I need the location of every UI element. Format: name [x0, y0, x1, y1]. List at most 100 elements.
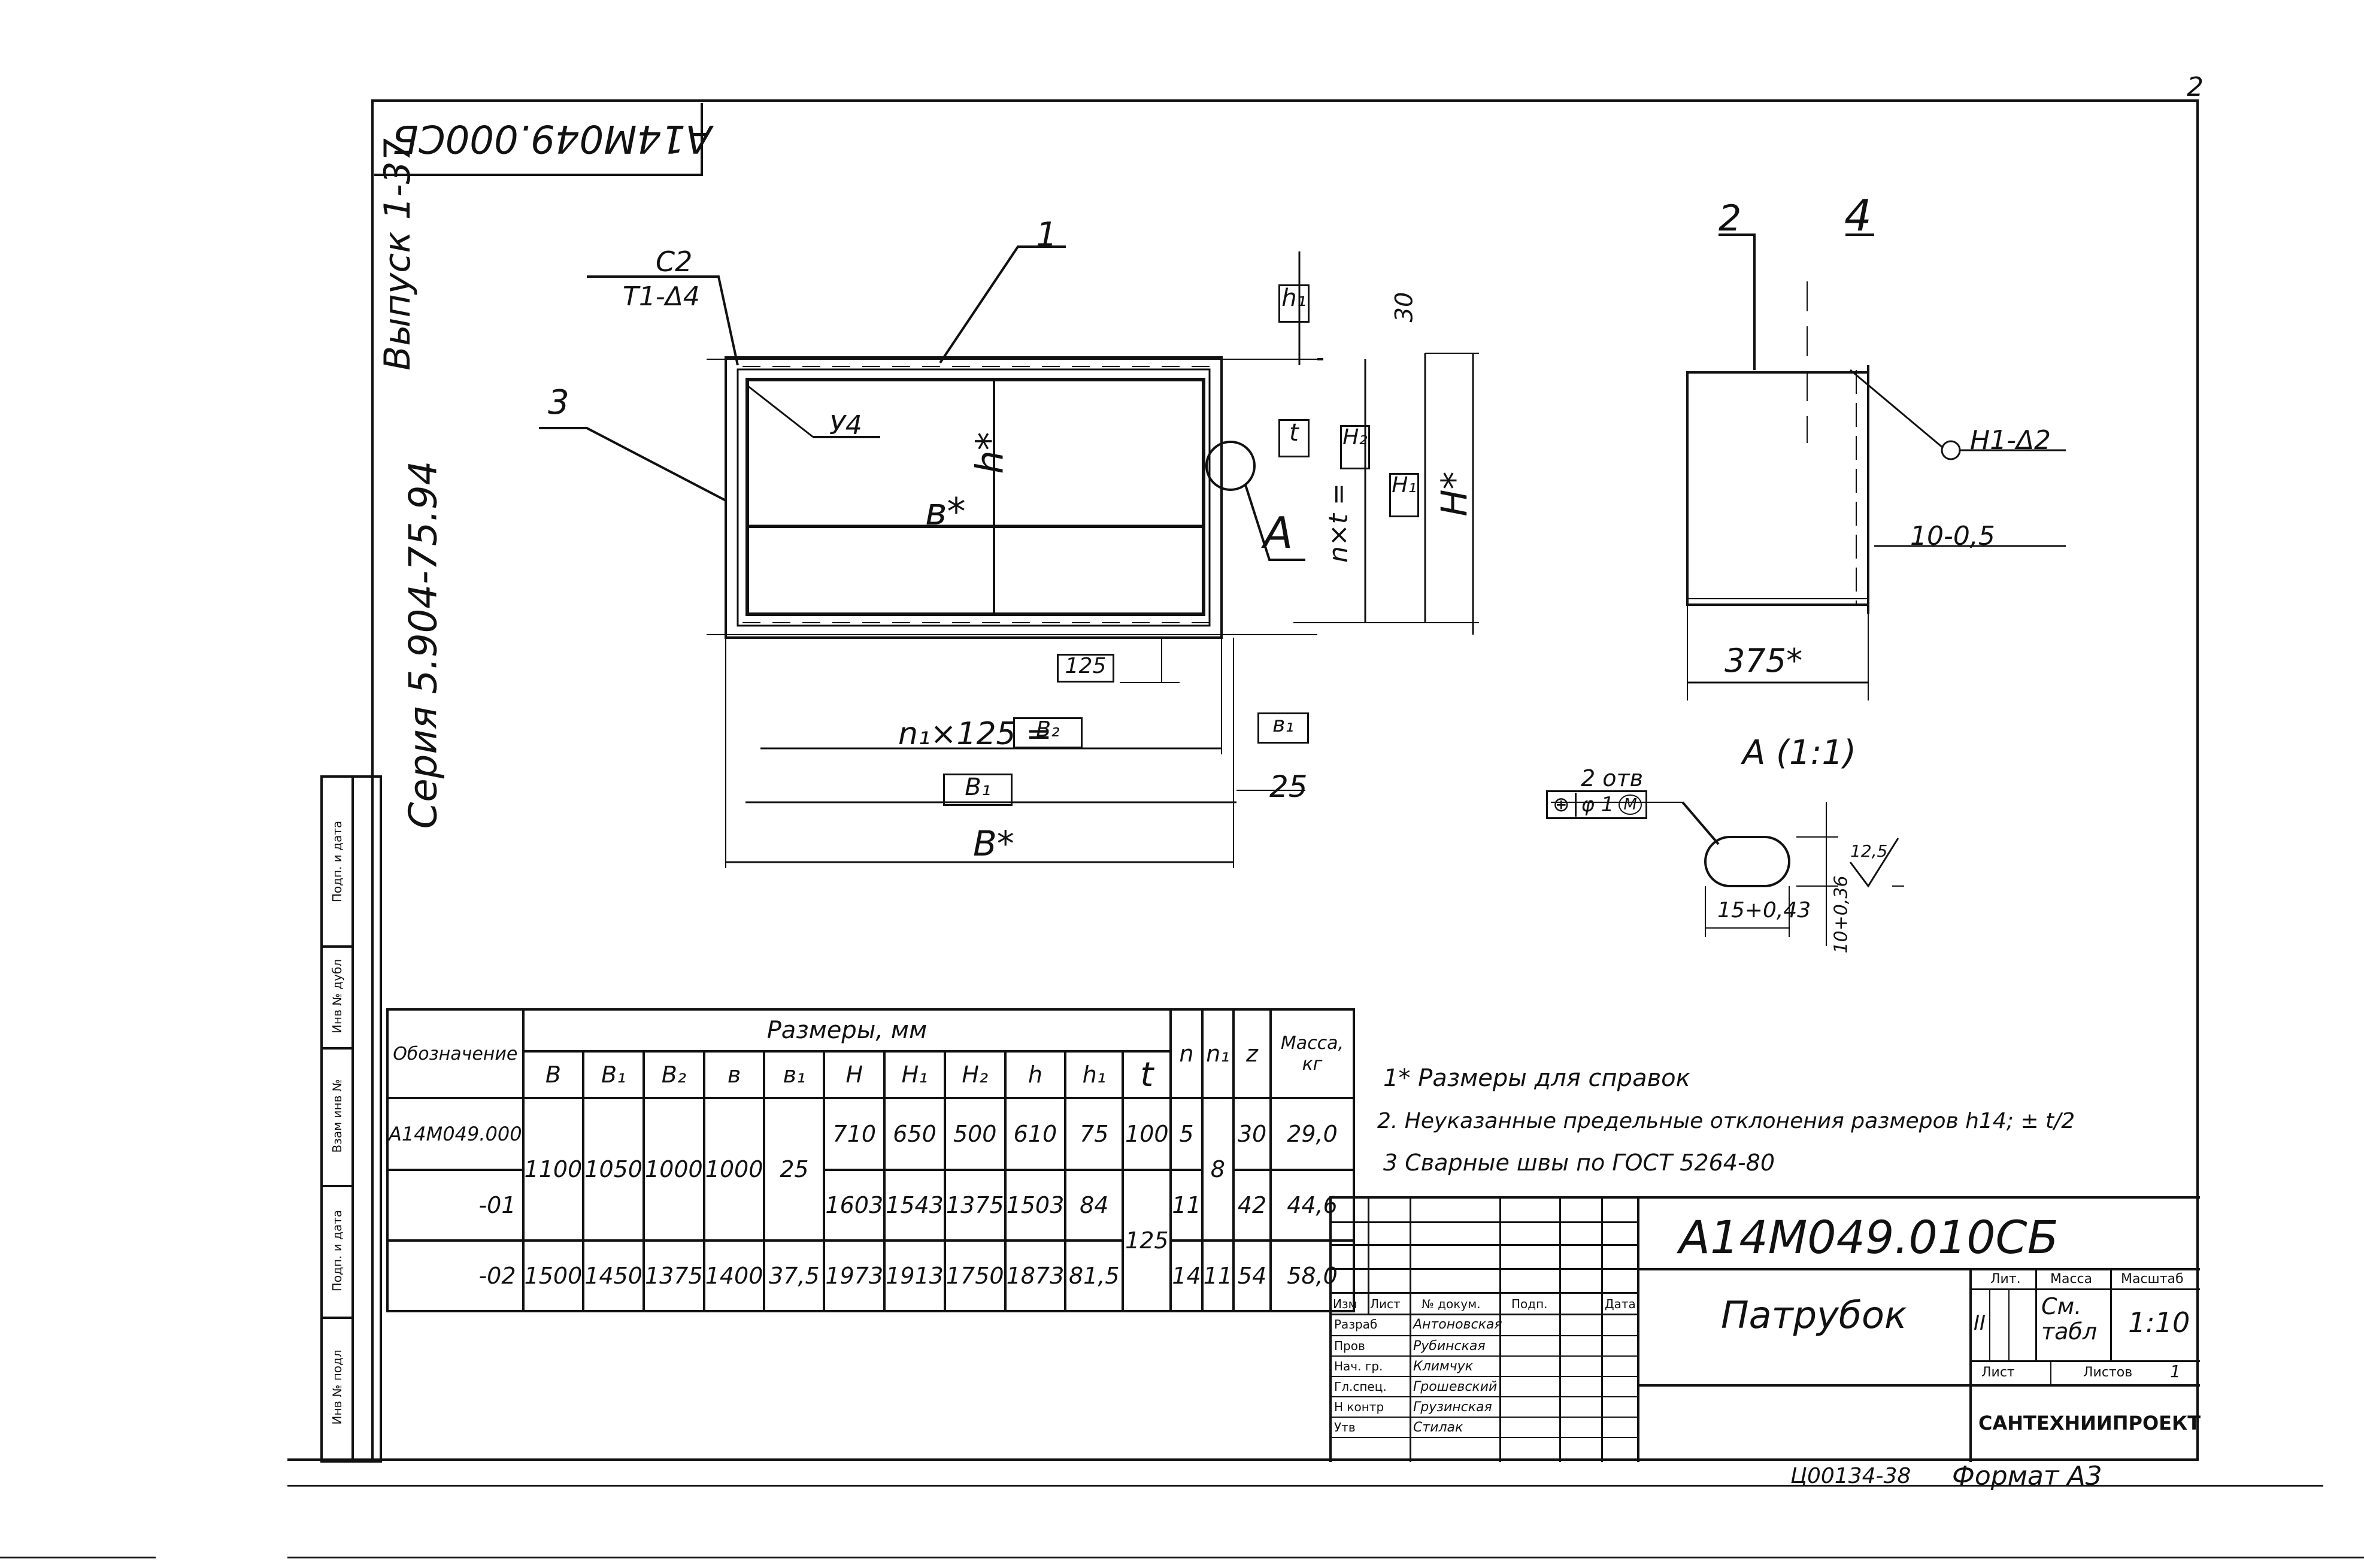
tb-name: Антоновская: [1413, 1317, 1502, 1332]
title-block: Изм Лист № докум. Подп. Дата Разраб Анто…: [1329, 1196, 2201, 1462]
sheet-label: Лист: [1981, 1365, 2015, 1380]
frame-bottom: [287, 1458, 2199, 1461]
frame-right: [2196, 99, 2199, 1460]
dimensions-header: Размеры, мм: [522, 1008, 1172, 1051]
slot-width: 10+0,36: [1830, 875, 1852, 954]
col-designation-header: Обозначение: [386, 1008, 525, 1099]
tb-role: Нач. гр.: [1334, 1359, 1383, 1373]
table-row: -01 1603 1543 1375 1503 84 125 11 42 44,…: [386, 1169, 1356, 1312]
tb-header-date: Дата: [1605, 1297, 1636, 1311]
crop-line: [0, 1557, 156, 1558]
col-header: B: [522, 1050, 585, 1099]
position-1-label: 1: [1036, 216, 1057, 254]
lit-label: Лит.: [1990, 1272, 2021, 1287]
lit-value: II: [1974, 1311, 1986, 1335]
dim-t-box: t: [1278, 419, 1310, 457]
col-mass-header: Масса, кг: [1269, 1008, 1356, 1099]
col-header: B₁: [582, 1050, 645, 1099]
dim-125-box: 125: [1057, 654, 1114, 683]
frame-left: [371, 99, 374, 1460]
side-stamp: Инв № подл Подп. и дата Взам инв № Инв №…: [320, 775, 382, 1463]
scale-value: 1:10: [2128, 1306, 2190, 1339]
note-2: 2. Неуказанные предельные отклонения раз…: [1377, 1109, 2075, 1133]
tb-role: Разраб: [1334, 1317, 1378, 1332]
col-header: H₂: [943, 1050, 1007, 1099]
note-1: 1* Размеры для справок: [1383, 1064, 1690, 1092]
tolerance-value: φ 1: [1581, 793, 1614, 817]
dim-B1-box: B₁: [943, 774, 1013, 806]
weld-code-top: С2: [656, 245, 693, 278]
tb-name: Климчук: [1413, 1359, 1473, 1374]
col-header: H₁: [883, 1050, 946, 1099]
tb-header-list: Лист: [1370, 1297, 1401, 1311]
tb-name: Грошевский: [1413, 1379, 1498, 1394]
dim-h1-box: h₁: [1278, 284, 1310, 323]
dim-b-star: в*: [925, 490, 966, 533]
position-tolerance-frame: ⊕ φ 1 M: [1546, 790, 1647, 819]
dimensions-table: Обозначение Размеры, мм n n₁ z Масса, кг…: [386, 1008, 1356, 1312]
detail-title: A (1:1): [1742, 733, 1856, 772]
sheets-label: Листов: [2083, 1365, 2133, 1380]
detail-A-label: A: [1263, 508, 1293, 558]
col-header: B₂: [642, 1050, 705, 1099]
side-stamp-cell: Подп. и дата: [323, 778, 351, 948]
doc-code: А14М049.010СБ: [1679, 1211, 2059, 1264]
dim-H2-box: H₂: [1340, 425, 1370, 469]
dim-nt: n×t =: [1323, 483, 1354, 563]
col-header: h₁: [1064, 1050, 1125, 1099]
col-header: в₁: [763, 1050, 826, 1099]
frame-top: [371, 99, 2198, 102]
dim-30: 30: [1390, 292, 1419, 323]
tb-role: Н контр: [1334, 1400, 1384, 1414]
side-thickness-label: 10-0,5: [1910, 521, 1995, 551]
dim-n1: n₁×125 =: [898, 716, 1052, 752]
mass-label: Масса: [2050, 1272, 2093, 1287]
dim-b1-box: в₁: [1257, 712, 1309, 744]
side-stamp-cell: Подп. и дата: [323, 1185, 351, 1319]
weld-code-bottom: Т1-Δ4: [623, 281, 700, 312]
frame-bottom-extra: [287, 1485, 2323, 1487]
col-header: t: [1122, 1050, 1172, 1099]
note-3: 3 Сварные швы по ГОСТ 5264-80: [1383, 1150, 1775, 1176]
dim-B2-box: B₂: [1013, 717, 1083, 748]
organization: САНТЕХНИИПРОЕКТ: [1978, 1412, 2201, 1434]
doc-name: Патрубок: [1721, 1293, 1907, 1337]
roughness-value: 12,5: [1850, 841, 1888, 861]
col-z-header: z: [1232, 1008, 1272, 1099]
mass-value: См. табл: [2041, 1293, 2098, 1345]
slot-length: 15+0,43: [1717, 898, 1811, 923]
position-3-label: 3: [548, 383, 569, 422]
scale-label: Масштаб: [2121, 1272, 2184, 1287]
footer-code: Ц00134-38: [1790, 1464, 1911, 1488]
col-header: H: [823, 1050, 886, 1099]
dim-25: 25: [1269, 769, 1308, 804]
side-depth-label: 375*: [1724, 642, 1803, 680]
detail-holes: 2 отв: [1581, 765, 1644, 791]
crop-line-2: [287, 1557, 2364, 1558]
sheets-value: 1: [2170, 1361, 2181, 1381]
page-number: 2: [2187, 72, 2204, 102]
tb-role: Гл.спец.: [1334, 1379, 1387, 1394]
tb-role: Пров: [1334, 1339, 1365, 1353]
tolerance-modifier: M: [1619, 794, 1642, 815]
position-4-label: 4: [1844, 190, 1872, 241]
col-n1-header: n₁: [1201, 1008, 1235, 1099]
tb-name: Рубинская: [1413, 1339, 1486, 1354]
position-2-label: 2: [1719, 198, 1742, 239]
tb-header-doc: № докум.: [1422, 1297, 1481, 1311]
dim-H1-box: H₁: [1389, 473, 1419, 517]
side-stamp-cell: Взам инв №: [323, 1047, 351, 1187]
tb-name: Грузинская: [1413, 1400, 1492, 1415]
format-label: Формат А3: [1952, 1461, 2102, 1491]
rotated-code-box: А14М049.000СБ: [374, 103, 712, 176]
tb-header-izm: Изм: [1333, 1297, 1357, 1311]
side-weld-label: Н1-Δ2: [1970, 425, 2051, 456]
col-n-header: n: [1169, 1008, 1204, 1099]
table-row: -02 1500 1450 1375 1400 37,5 1973 1913 1…: [386, 1239, 1356, 1312]
dim-B-star: B*: [973, 823, 1014, 864]
table-row: А14М049.000 1100 1050 1000 1000 25 710 6…: [386, 1097, 1356, 1242]
dim-H-star: H*: [1433, 471, 1476, 517]
col-header: h: [1004, 1050, 1067, 1099]
tb-name: Стилак: [1413, 1420, 1463, 1435]
